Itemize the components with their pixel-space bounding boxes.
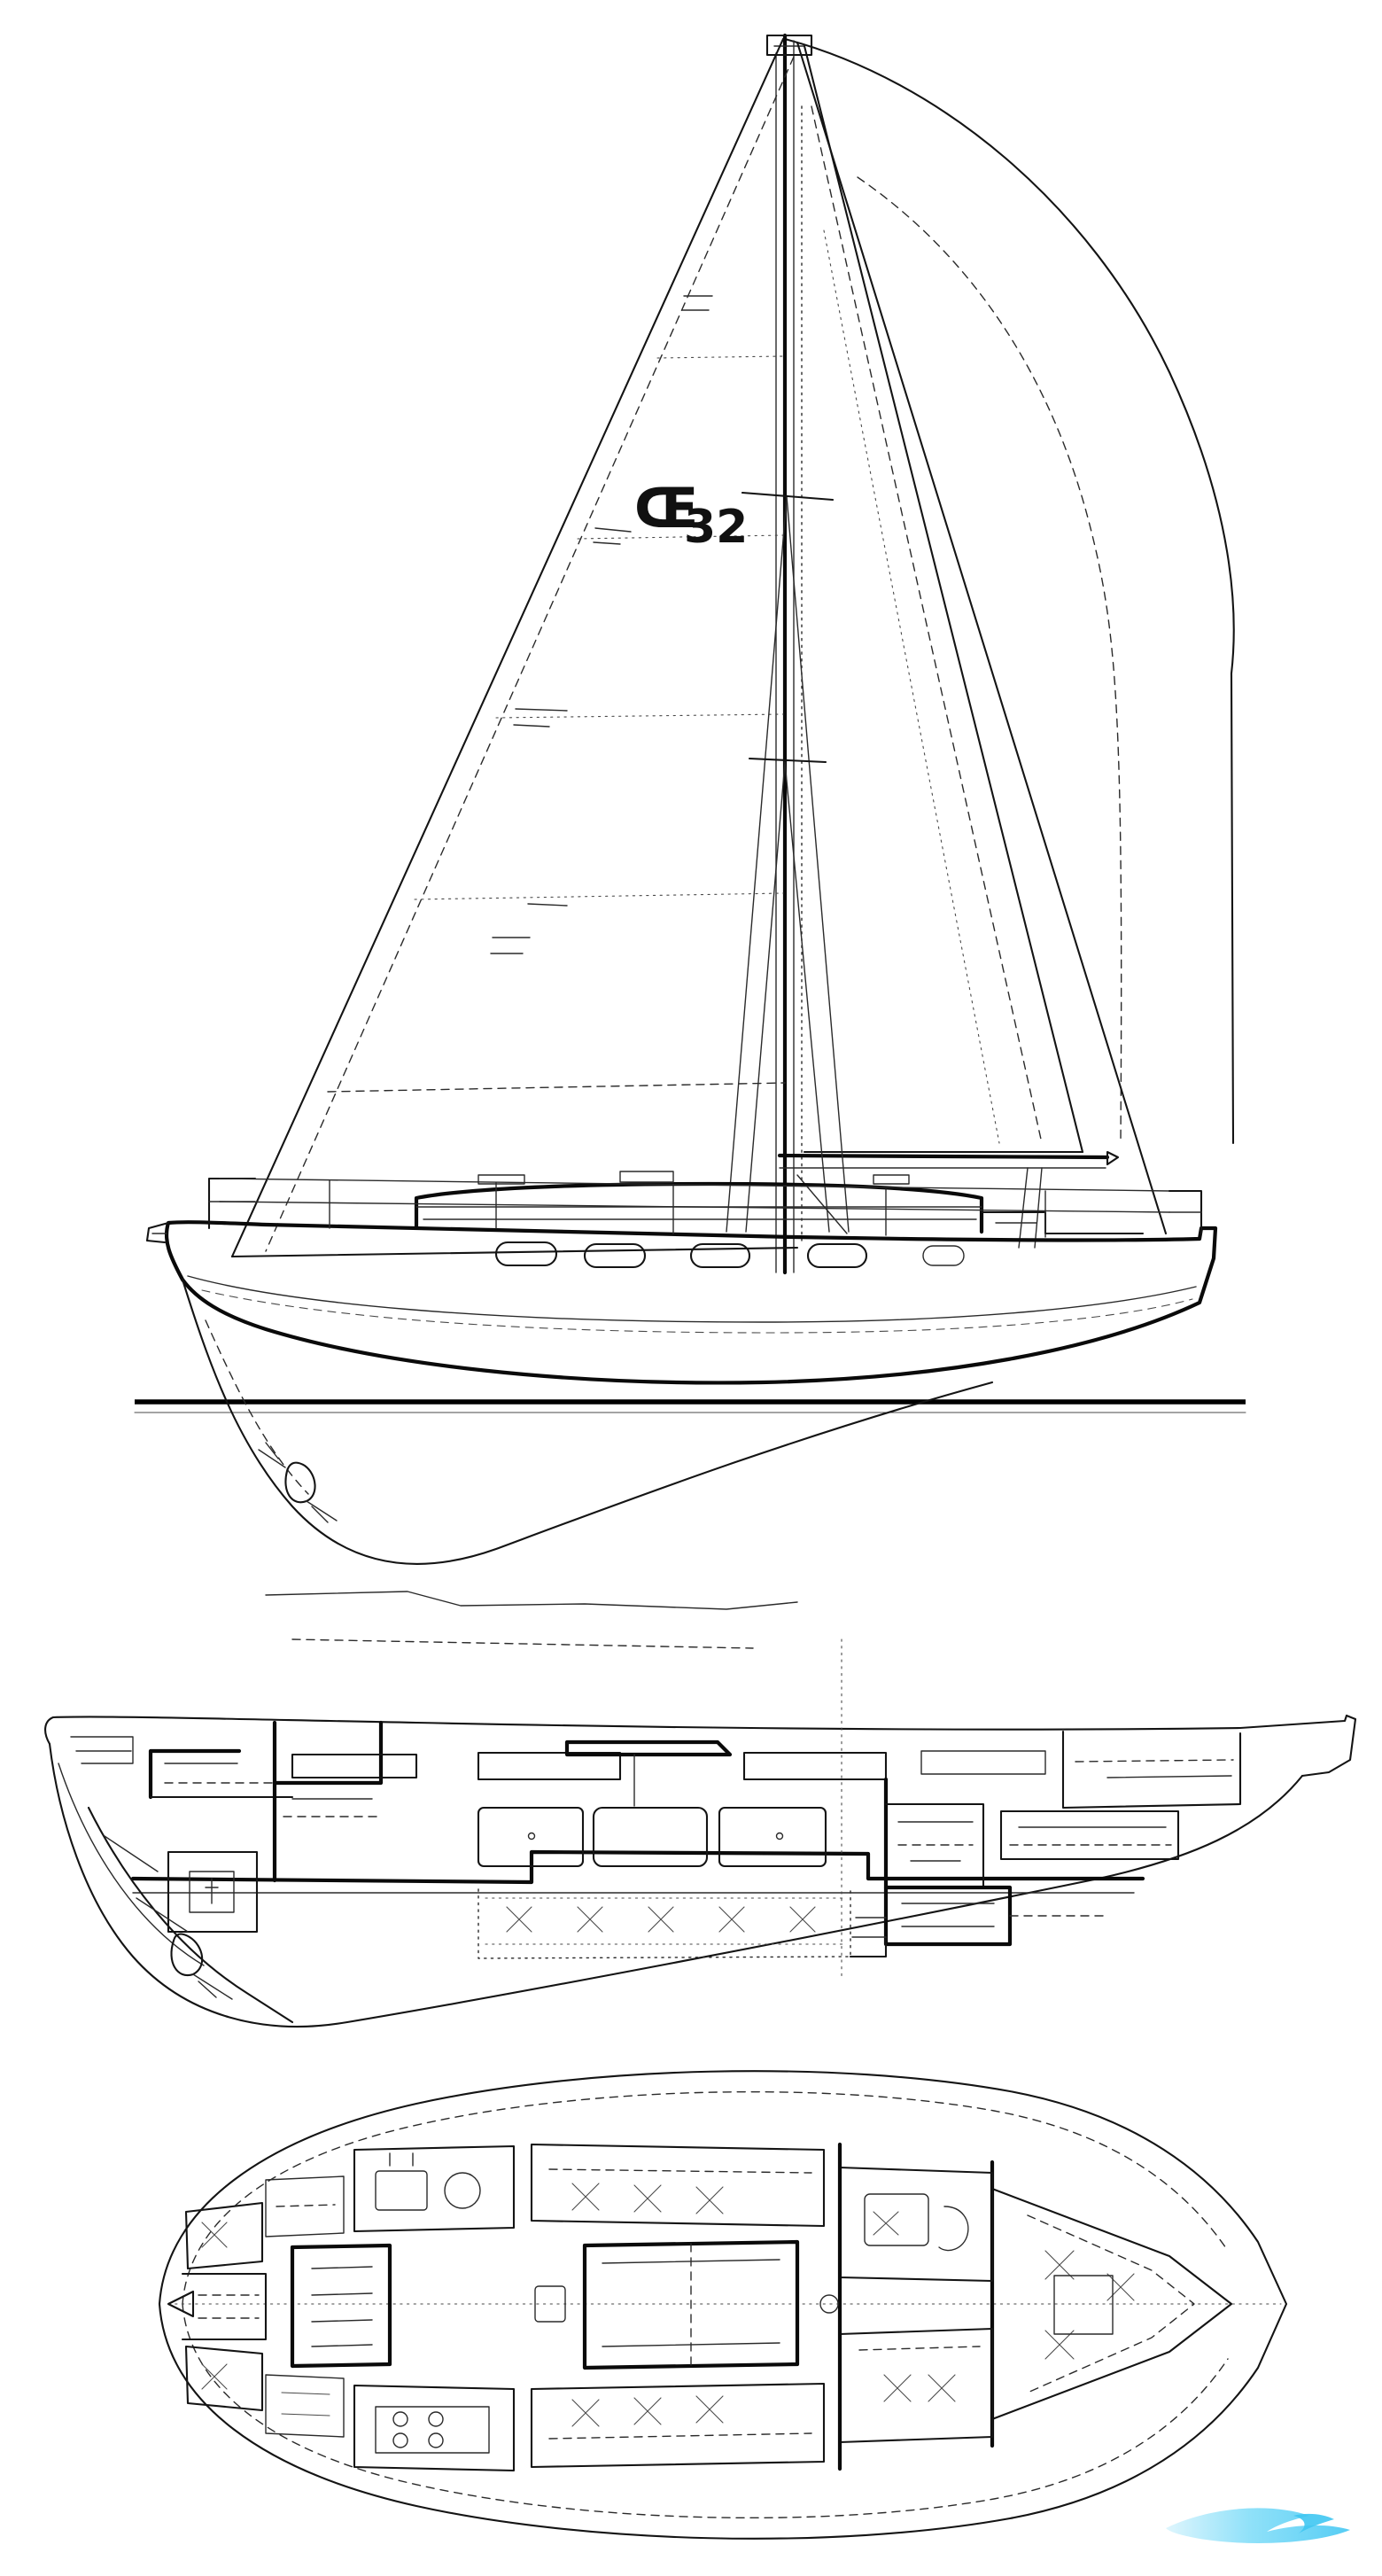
forward-hatch — [1053, 2275, 1114, 2335]
interior-deck-line — [265, 1591, 798, 1649]
stern-pulpit — [1168, 1189, 1203, 1235]
interior-profile-drawing — [44, 1591, 1357, 2027]
interior-profile-view — [0, 1586, 1382, 2047]
quarter-berth — [999, 1809, 1180, 1861]
backstay — [796, 41, 1168, 1235]
mainsail — [803, 44, 1084, 1154]
boom — [777, 1150, 1120, 1169]
sail-insignia: Œ 32 — [634, 476, 748, 554]
nav-station — [265, 2374, 345, 2438]
interior-keel-rudder — [87, 1806, 294, 2024]
sail-plan-view: Œ 32 — [134, 33, 1246, 1565]
cabin-plan-drawing — [158, 2070, 1288, 2540]
waterline — [134, 1399, 1246, 1413]
settee-berths — [477, 1806, 827, 1868]
propeller — [258, 1442, 338, 1523]
sail-plan-drawing: Œ 32 — [134, 33, 1246, 1565]
underbody-fin-keel — [181, 1278, 994, 1565]
lifelines — [219, 1178, 1170, 1238]
anchor-locker — [70, 1736, 134, 1764]
deck-fittings-plan — [534, 2285, 839, 2323]
engine-box — [883, 1885, 1105, 1947]
reaching-sail-outline — [783, 37, 1235, 1145]
companionway-plan — [290, 2243, 392, 2369]
hanging-locker — [272, 1720, 384, 1883]
starboard-settee — [530, 2382, 826, 2469]
galley-stove — [353, 2384, 516, 2472]
icebox — [265, 2175, 345, 2237]
head-compartment — [167, 1850, 259, 1934]
quarter-berth-plan — [184, 2201, 264, 2412]
hull-profile — [164, 1220, 1218, 1385]
insignia-class-number: 32 — [684, 501, 748, 554]
mainsheet-rigging — [796, 1167, 1043, 1249]
interior-hull-outline — [44, 1714, 1357, 2027]
forepeak-berth — [148, 1748, 294, 1800]
genoa-hanks — [490, 295, 713, 954]
saloon-table — [564, 1739, 733, 1807]
cockpit — [980, 1210, 1145, 1235]
cockpit-well — [167, 2272, 268, 2341]
insignia-class-mark: Œ — [634, 476, 698, 541]
portholes — [494, 1241, 965, 1269]
forestay — [230, 37, 795, 1258]
cockpit-locker — [1061, 1730, 1242, 1809]
shrouds-and-spreaders — [726, 491, 850, 1233]
deck-hatches — [477, 1171, 910, 1185]
saloon-table-plan — [582, 2239, 800, 2370]
hanging-locker-plan — [838, 2327, 994, 2444]
cabin-sole — [130, 1849, 1145, 1894]
galley-sink — [353, 2144, 516, 2233]
port-settee — [530, 2143, 826, 2228]
mast — [775, 33, 803, 1275]
plan-hull-outline — [158, 2070, 1288, 2540]
tankage-hatching — [477, 1888, 851, 1959]
companionway-steps — [849, 1917, 888, 1958]
bow-anchor-roller — [145, 1221, 170, 1244]
cabin-plan-view — [0, 2038, 1382, 2576]
galley — [883, 1777, 985, 1890]
genoa — [230, 355, 799, 1258]
cabin-trunk — [414, 1181, 984, 1234]
head-compartment-plan — [838, 2166, 994, 2283]
